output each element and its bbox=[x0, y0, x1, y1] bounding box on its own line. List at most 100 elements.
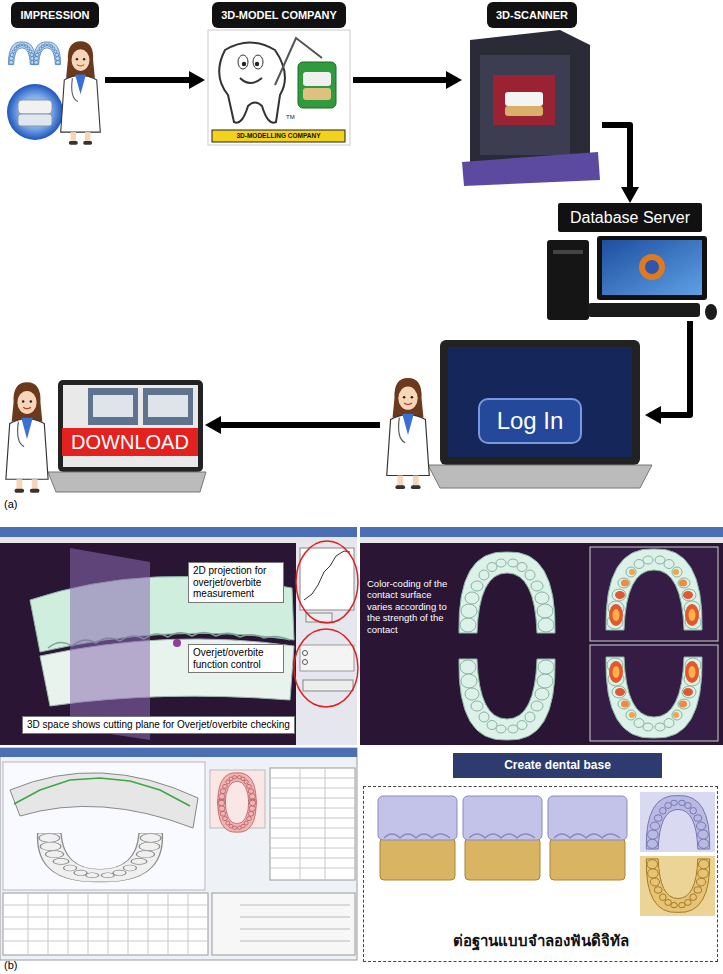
server-computer bbox=[547, 240, 589, 320]
step-label: IMPRESSION bbox=[11, 2, 98, 28]
download-laptop bbox=[88, 388, 138, 425]
flow-arrow bbox=[353, 77, 446, 83]
flow-arrow bbox=[105, 77, 189, 83]
dental-base-models bbox=[465, 838, 540, 880]
overjet-screenshot bbox=[0, 527, 358, 745]
impression-illustration bbox=[7, 41, 100, 145]
impression-illustration bbox=[34, 42, 61, 65]
overjet-screenshot bbox=[173, 639, 181, 647]
overjet-screenshot bbox=[303, 651, 308, 656]
callout-box: 2D projection for overjet/overbite measu… bbox=[188, 562, 284, 603]
bolton-screenshot bbox=[10, 773, 198, 828]
server-computer bbox=[553, 250, 583, 254]
server-computer bbox=[645, 260, 659, 274]
bolton-screenshot bbox=[240, 905, 350, 941]
contact-screenshot bbox=[360, 527, 723, 745]
contact-screenshot bbox=[360, 527, 723, 537]
model-company-logo bbox=[303, 72, 331, 86]
server-computer bbox=[602, 240, 702, 295]
flow-arrow bbox=[221, 422, 380, 428]
overjet-screenshot bbox=[306, 613, 332, 622]
dental-base-models bbox=[550, 838, 625, 880]
model-company-logo bbox=[255, 62, 259, 66]
contact-screenshot bbox=[459, 552, 555, 633]
overjet-screenshot bbox=[70, 548, 150, 740]
server-computer bbox=[705, 304, 717, 320]
panel-letter: (b) bbox=[4, 959, 17, 971]
logo-text: 3D-MODELLING COMPANY bbox=[212, 132, 345, 139]
contact-screenshot bbox=[606, 549, 702, 630]
flow-arrow bbox=[661, 321, 690, 415]
dashed-panel: ต่อฐานแบบจำลองฟันดิจิทัล bbox=[363, 786, 718, 962]
model-company-logo bbox=[212, 130, 345, 142]
title-bar: Create dental base bbox=[453, 753, 662, 778]
scanner-illustration bbox=[480, 55, 570, 155]
contact-screenshot bbox=[360, 537, 723, 543]
dental-base-models bbox=[548, 796, 627, 840]
model-company-logo bbox=[242, 62, 246, 66]
step-label: 3D-SCANNER bbox=[487, 2, 577, 28]
dental-base-models bbox=[640, 792, 715, 852]
workflow-step: Log In bbox=[380, 335, 645, 490]
panel-letter: (a) bbox=[4, 498, 17, 510]
download-laptop bbox=[143, 388, 193, 425]
bolton-screenshot bbox=[14, 778, 190, 806]
login-laptop bbox=[428, 465, 652, 488]
dental-base-models bbox=[378, 796, 457, 840]
bolton-screenshot bbox=[38, 833, 163, 882]
scanner-illustration bbox=[505, 92, 543, 106]
bolton-screenshot bbox=[270, 768, 355, 880]
scanner-illustration bbox=[462, 152, 600, 186]
dental-base-models bbox=[463, 796, 542, 840]
server-computer bbox=[597, 236, 707, 300]
dental-base-models bbox=[384, 834, 450, 838]
dental-base-models bbox=[646, 859, 709, 913]
caption-text: ต่อฐานแบบจำลองฟันดิจิทัล bbox=[453, 929, 629, 953]
dental-base-models bbox=[469, 834, 535, 838]
download-laptop bbox=[58, 380, 203, 472]
overjet-screenshot bbox=[294, 629, 358, 707]
bolton-screenshot bbox=[3, 893, 208, 955]
bolton-screenshot bbox=[0, 748, 357, 960]
model-company-logo bbox=[253, 55, 263, 69]
download-laptop bbox=[63, 385, 198, 467]
scanner-illustration bbox=[462, 30, 600, 186]
model-company-logo bbox=[298, 62, 336, 108]
screen-label: Log In bbox=[478, 398, 582, 444]
callout-box: Overjet/overbite function control bbox=[188, 644, 284, 673]
overjet-screenshot bbox=[300, 548, 354, 610]
login-laptop bbox=[387, 340, 652, 489]
bar-text: Create dental base bbox=[453, 753, 662, 778]
download-laptop bbox=[6, 380, 206, 493]
server-computer bbox=[639, 254, 665, 280]
bolton-screenshot bbox=[210, 770, 265, 828]
workflow-step: 3D-SCANNER bbox=[462, 2, 602, 187]
contact-screenshot bbox=[590, 547, 718, 641]
bolton-screenshot bbox=[218, 800, 256, 832]
impression-illustration bbox=[9, 42, 36, 65]
download-laptop bbox=[48, 472, 206, 492]
server-computer bbox=[588, 303, 700, 317]
step-label: Database Server bbox=[558, 203, 702, 232]
overjet-screenshot bbox=[304, 551, 350, 600]
model-company-logo bbox=[208, 30, 350, 145]
screen-label: DOWNLOAD bbox=[62, 428, 198, 456]
workflow-step: DOWNLOAD bbox=[5, 372, 205, 502]
bolton-screenshot bbox=[0, 748, 357, 960]
contact-screenshot bbox=[606, 657, 702, 738]
dental-base-models bbox=[554, 834, 620, 838]
contact-screenshot bbox=[360, 527, 723, 745]
dental-base-models bbox=[640, 856, 715, 916]
contact-screenshot bbox=[590, 645, 718, 741]
impression-illustration bbox=[7, 84, 63, 140]
bolton-screenshot bbox=[212, 893, 355, 955]
bolton-screenshot bbox=[270, 768, 355, 880]
trademark-mark: TM bbox=[286, 114, 295, 121]
model-company-logo bbox=[238, 55, 248, 69]
flow-arrow bbox=[602, 125, 630, 187]
contact-screenshot bbox=[459, 659, 555, 740]
